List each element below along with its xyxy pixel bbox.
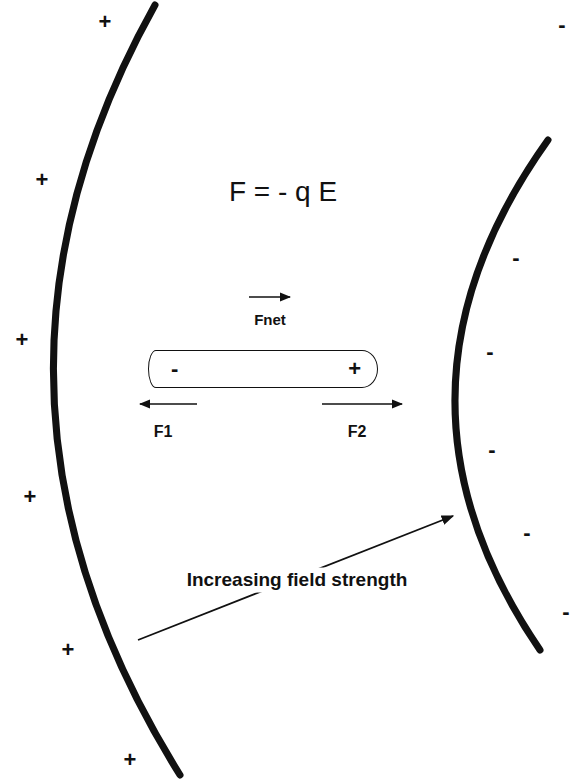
charge-sign: +: [124, 748, 137, 772]
charge-sign: -: [523, 521, 530, 545]
charge-sign: +: [16, 328, 29, 352]
positive-plate: [53, 5, 180, 775]
net-force-arrow: [249, 296, 290, 298]
force-arrow: [140, 403, 197, 405]
gradient-arrow: [138, 516, 453, 640]
force-label: F2: [348, 423, 367, 441]
charge-sign: +: [36, 168, 49, 192]
dipole-rod: -+: [148, 350, 378, 388]
charge-sign: -: [512, 246, 519, 270]
pole-sign: +: [348, 358, 361, 380]
field-note: Increasing field strength: [183, 568, 412, 593]
charge-sign: -: [558, 13, 565, 37]
negative-plate: [455, 140, 548, 650]
charge-sign: +: [62, 638, 75, 662]
force-arrow: [322, 403, 402, 405]
charge-sign: -: [486, 340, 493, 364]
charge-sign: -: [488, 438, 495, 462]
charge-sign: +: [99, 10, 112, 34]
charge-sign: +: [24, 485, 37, 509]
pole-sign: -: [171, 358, 178, 380]
equation: F = - q E: [229, 177, 337, 208]
charge-sign: -: [562, 600, 569, 624]
force-label: Fnet: [254, 312, 286, 329]
force-label: F1: [154, 423, 173, 441]
